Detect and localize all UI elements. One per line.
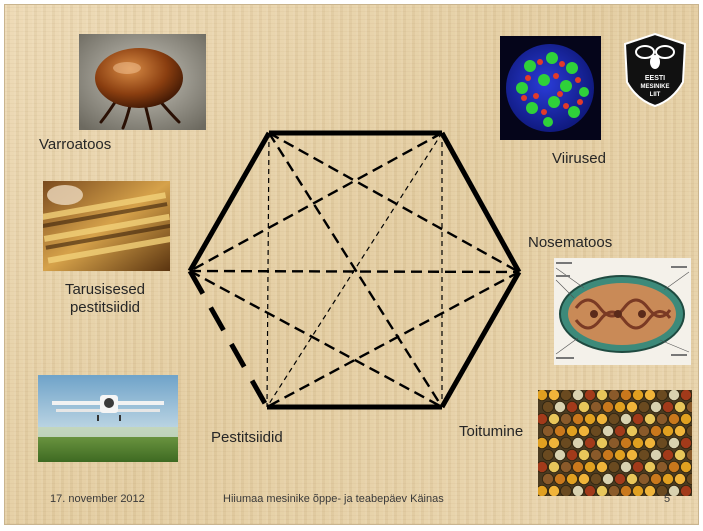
diag-tarusisesed-nosematoos (190, 271, 519, 272)
diag-varroatoos-pestitsiidid (267, 133, 269, 407)
virus-photo (500, 36, 601, 140)
label-tarusisesed: Tarusisesed pestitsiidid (43, 281, 167, 317)
logo-line3: LIIT (650, 92, 661, 98)
label-viirused: Viirused (552, 150, 606, 168)
page-number: 5 (664, 493, 670, 505)
logo-line1: EESTI (645, 75, 665, 82)
label-nosematoos: Nosematoos (528, 234, 612, 252)
crop-sprayer-plane-photo (38, 375, 178, 462)
pollen-comb-photo (538, 390, 692, 496)
diag-tarusisesed-toitumine (190, 271, 442, 407)
label-pestitsiidid: Pestitsiidid (211, 429, 283, 447)
label-toitumine: Toitumine (459, 423, 523, 441)
footer-event: Hiiumaa mesinike õppe- ja teabepäev Käin… (223, 493, 444, 505)
footer-date: 17. november 2012 (50, 493, 145, 505)
label-varroatoos: Varroatoos (39, 136, 111, 154)
slide: Varroatoos Viirus (4, 4, 699, 525)
logo-line2: MESINIKE (640, 84, 669, 90)
hive-frame-photo (43, 181, 170, 271)
nosema-cell-diagram (554, 258, 691, 365)
varroa-mite-photo (79, 34, 206, 130)
bee-logo-icon: EESTI MESINIKE LIIT (621, 32, 689, 108)
